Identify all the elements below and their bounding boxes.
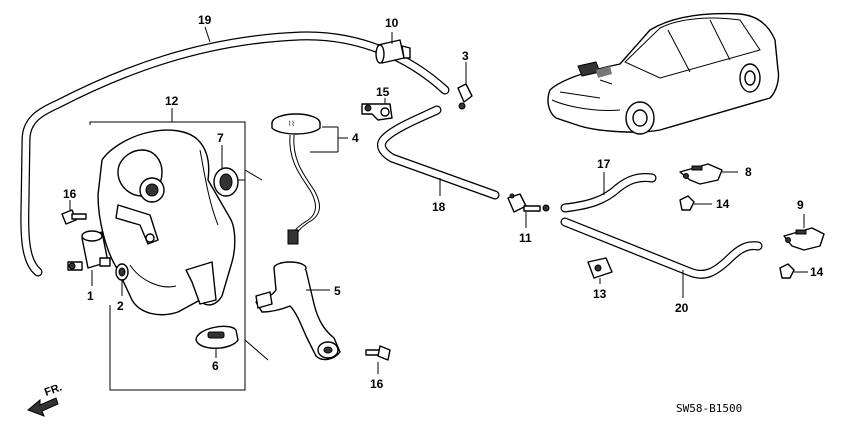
part-16-bolt-lower [365,345,391,374]
part-13-clamp [587,257,613,284]
direction-label: FR. [43,381,64,398]
car-illustration [547,12,780,135]
part-6-cap [195,325,239,358]
part-11-joint [507,193,550,228]
hose-19 [20,31,450,277]
part-14-nut-lower [779,263,808,279]
callout-14b: 14 [810,265,824,279]
part-1-washer-pump [67,230,111,286]
callout-9: 9 [797,198,804,212]
hose-20 [560,217,763,279]
part-12-reservoir-tank [97,129,236,316]
callout-7: 7 [217,131,224,145]
callout-17: 17 [597,157,611,171]
part-14-nut-upper [679,195,712,211]
leader-lines [204,26,684,298]
callout-10: 10 [385,16,399,30]
callout-11: 11 [519,231,532,245]
part-7-grommet [213,145,239,197]
callout-5: 5 [334,284,341,298]
part-5-filler-neck [255,261,341,361]
callout-18: 18 [432,200,446,214]
callout-20: 20 [675,301,689,315]
callout-8: 8 [745,165,752,179]
part-8-nozzle-bracket [679,163,738,185]
callout-16b: 16 [370,377,384,391]
callout-13: 13 [593,287,607,301]
callout-4: 4 [352,131,359,145]
callouts: 1 2 3 4 5 6 7 8 9 10 11 12 13 14 14 15 1… [63,13,824,391]
part-9-nozzle-bracket [783,214,825,251]
svg-text:⌇⌇: ⌇⌇ [288,120,295,128]
callout-16a: 16 [63,187,77,201]
callout-15: 15 [376,85,390,99]
part-3-joint [457,62,473,110]
diagram-code: SW58-B1500 [676,402,742,415]
callout-3: 3 [462,49,469,63]
hose-18 [377,105,500,200]
tank-group-outline [89,108,269,391]
callout-19: 19 [198,13,212,27]
part-16-bolt-upper [61,200,87,225]
callout-12: 12 [165,94,179,108]
part-2-seal [115,263,129,296]
part-10-connector [375,32,411,64]
part-4-filler-cap: ⌇⌇ [271,113,348,245]
front-direction-arrow [27,397,59,417]
hose-17 [560,173,657,213]
callout-14a: 14 [716,197,730,211]
callout-1: 1 [87,289,94,303]
callout-2: 2 [117,299,124,313]
callout-6: 6 [212,359,219,373]
part-15-clip [361,98,393,121]
